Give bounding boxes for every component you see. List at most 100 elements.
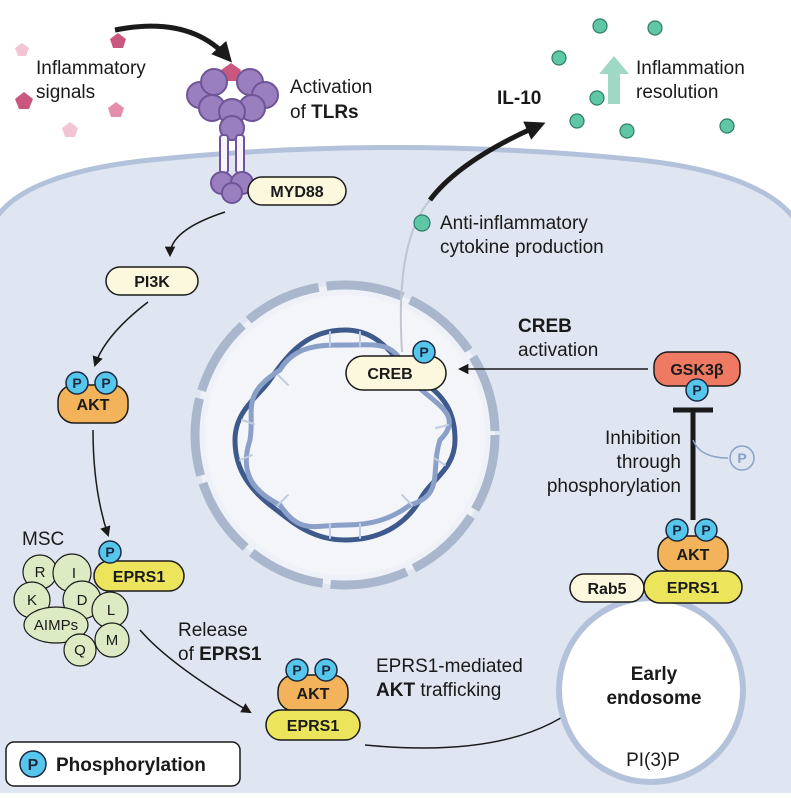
legend: P Phosphorylation	[5, 741, 241, 787]
svg-text:P: P	[72, 375, 81, 391]
svg-text:R: R	[35, 564, 46, 581]
svg-text:P: P	[292, 662, 301, 678]
msc-label: MSC	[22, 529, 64, 550]
rab5-node[interactable]: Rab5	[569, 573, 645, 603]
phosphate-icon: P	[694, 518, 718, 542]
inhibition-label: Inhibition	[605, 428, 681, 449]
msc-subunit-aimps	[23, 606, 89, 644]
arrow-myd88-to-pi3k	[164, 211, 226, 258]
eprs1-label: EPRS1	[113, 569, 166, 586]
cytokine-icon	[619, 123, 635, 139]
cytokine-icon	[592, 18, 608, 34]
phosphate-transfer-line	[692, 439, 729, 459]
svg-text:AKT: AKT	[677, 547, 710, 564]
signal-molecule-icon	[110, 33, 126, 48]
cytokine-icon	[551, 50, 567, 66]
up-arrow-icon	[599, 56, 629, 104]
svg-text:K: K	[27, 592, 37, 609]
phosphate-icon: P	[412, 340, 436, 364]
arrow-pi3k-to-akt	[92, 301, 149, 367]
cytokine-production-label: Anti-inflammatory	[440, 213, 588, 234]
svg-text:P: P	[101, 375, 110, 391]
creb-label: CREB	[367, 366, 412, 383]
msc-subunit-q	[63, 633, 97, 667]
arrow-akt-to-msc	[92, 429, 111, 537]
svg-text:I: I	[72, 565, 76, 582]
svg-text:P: P	[321, 662, 330, 678]
svg-text:P: P	[419, 344, 428, 360]
svg-text:Q: Q	[74, 642, 86, 659]
svg-text:of EPRS1: of EPRS1	[178, 644, 262, 665]
svg-text:signals: signals	[36, 82, 95, 103]
signal-molecule-icon	[15, 43, 29, 56]
phosphate-icon: P	[314, 658, 338, 682]
inflammation-resolution-label: Inflammation	[636, 58, 745, 79]
svg-text:endosome: endosome	[606, 688, 701, 709]
eprs1-node-msc[interactable]: EPRS1 P	[93, 540, 185, 592]
gsk3b-label: GSK3β	[670, 362, 724, 379]
svg-text:P: P	[28, 757, 39, 774]
inflammatory-signals-label: Inflammatory	[36, 58, 146, 79]
tlr-activation-label: Activation	[290, 77, 372, 98]
svg-text:of TLRs: of TLRs	[290, 102, 359, 123]
svg-text:P: P	[672, 522, 681, 538]
il10-molecules	[551, 18, 735, 139]
svg-text:cytokine production: cytokine production	[440, 237, 604, 258]
cytokine-icon	[413, 214, 431, 232]
svg-text:P: P	[737, 450, 746, 466]
gsk3b-node[interactable]: GSK3β P	[653, 351, 741, 402]
creb-node[interactable]: CREB P	[345, 340, 447, 391]
cytokine-icon	[569, 113, 585, 129]
phosphate-icon: P	[65, 371, 89, 395]
akt-label: AKT	[77, 397, 110, 414]
pi3k-node[interactable]: PI3K	[105, 266, 199, 296]
phosphate-icon: P	[285, 658, 309, 682]
tlr-receptor-icon	[186, 68, 279, 204]
phosphate-icon: P	[665, 518, 689, 542]
cytokine-icon	[589, 90, 605, 106]
signal-binding-arrow	[114, 23, 232, 63]
phosphate-icon: P	[98, 540, 122, 564]
creb-activation-label: CREB	[518, 316, 572, 337]
cytokine-icon	[647, 20, 663, 36]
svg-text:AKT trafficking: AKT trafficking	[376, 680, 501, 701]
svg-text:AKT: AKT	[297, 686, 330, 703]
svg-text:activation: activation	[518, 340, 598, 361]
msc-complex: R I K D L AIMPs Q M	[13, 553, 130, 667]
arrow-release-eprs1	[139, 629, 252, 714]
myd88-label: MYD88	[270, 184, 323, 201]
svg-text:AIMPs: AIMPs	[34, 617, 78, 634]
svg-text:P: P	[692, 382, 701, 398]
phosphate-icon: P	[685, 378, 709, 402]
phosphate-icon-faded: P	[729, 445, 755, 471]
signal-molecule-icon	[62, 122, 78, 137]
akt-eprs1-complex-bottom[interactable]: AKT P P EPRS1	[265, 658, 361, 741]
trafficking-label: EPRS1-mediated	[376, 656, 523, 677]
msc-subunit-m	[94, 622, 130, 658]
pi3p-label: PI(3)P	[626, 750, 680, 771]
svg-text:P: P	[105, 544, 114, 560]
svg-text:M: M	[106, 632, 119, 649]
akt-node-left[interactable]: AKT P P	[57, 371, 129, 424]
rab5-label: Rab5	[587, 581, 626, 598]
svg-text:phosphorylation: phosphorylation	[547, 476, 681, 497]
svg-text:EPRS1: EPRS1	[667, 580, 720, 597]
svg-text:through: through	[617, 452, 681, 473]
nucleus	[190, 280, 500, 590]
svg-text:L: L	[107, 602, 115, 619]
phosphate-legend-icon	[19, 750, 47, 778]
svg-text:P: P	[701, 522, 710, 538]
myd88-node[interactable]: MYD88	[247, 176, 347, 206]
legend-box	[5, 741, 241, 787]
legend-label: Phosphorylation	[56, 755, 206, 776]
pi3k-label: PI3K	[134, 274, 170, 291]
svg-text:EPRS1: EPRS1	[287, 718, 340, 735]
early-endosome-label: Early	[631, 664, 678, 685]
svg-text:D: D	[77, 592, 88, 609]
signal-molecule-icon	[15, 92, 33, 109]
akt-eprs1-complex-endosome[interactable]: AKT P P EPRS1	[643, 518, 743, 604]
signal-molecule-icon	[108, 102, 124, 117]
cytokine-icon	[719, 118, 735, 134]
